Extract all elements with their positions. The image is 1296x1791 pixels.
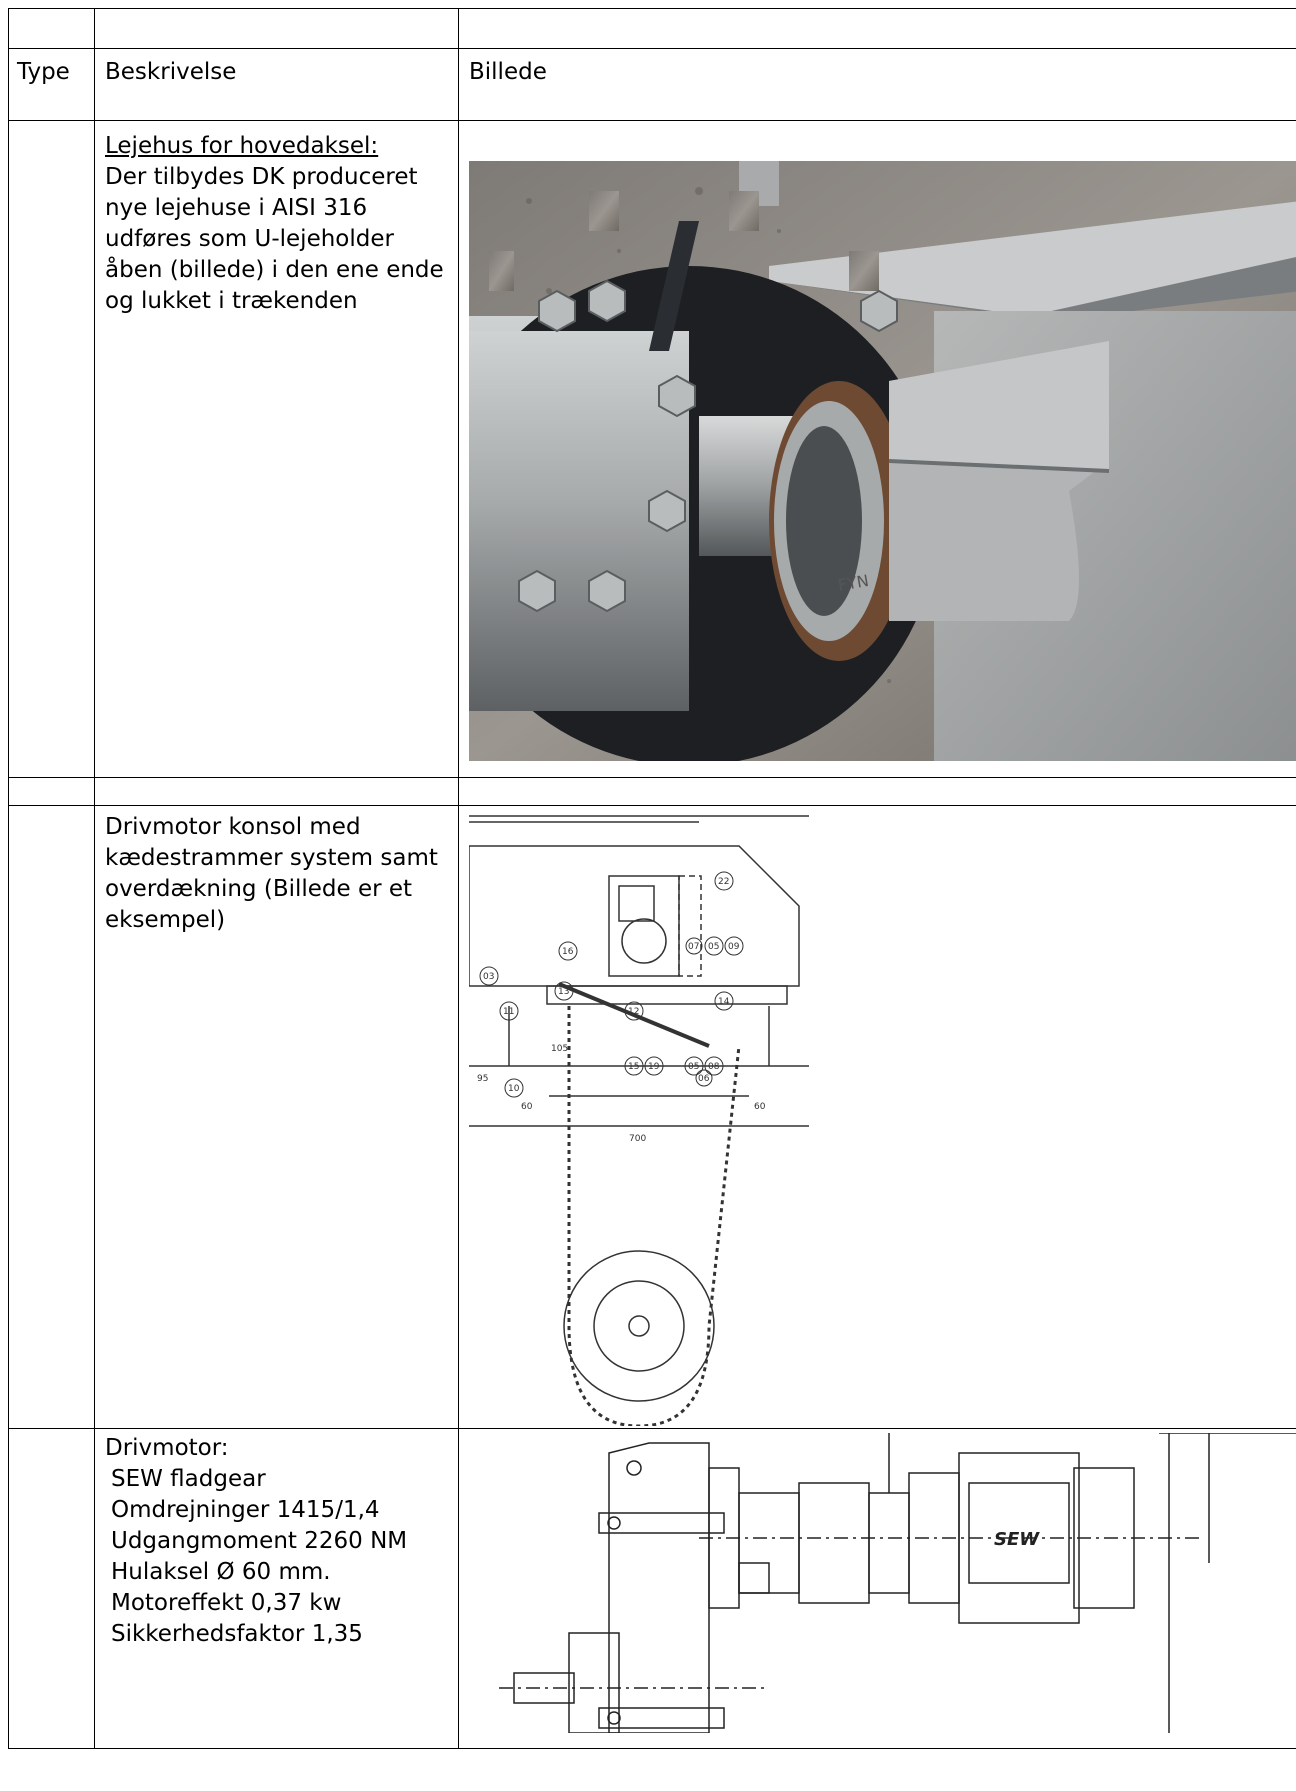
dim-105: 105 xyxy=(551,1044,568,1054)
callout-09: 09 xyxy=(728,942,740,952)
callout-11: 11 xyxy=(503,1007,514,1017)
callout-15: 15 xyxy=(628,1062,639,1072)
spec-table: Type Beskrivelse Billede Lejehus for hov… xyxy=(8,8,1296,1749)
callout-16: 16 xyxy=(562,947,574,957)
header-row: Type Beskrivelse Billede xyxy=(8,48,1296,121)
motor-spec-2: Omdrejninger 1415/1,4 xyxy=(111,1497,380,1523)
motor-spec-4: Hulaksel Ø 60 mm. xyxy=(111,1559,331,1585)
bracket-description: Drivmotor konsol med kædestrammer system… xyxy=(105,814,438,933)
sew-brand-label: SEW xyxy=(994,1529,1040,1550)
dim-60-right: 60 xyxy=(754,1102,766,1112)
motor-spec-5: Motoreffekt 0,37 kw xyxy=(111,1590,342,1616)
bearing-title: Lejehus for hovedaksel: xyxy=(105,133,379,159)
callout-06: 06 xyxy=(698,1074,710,1084)
dim-95: 95 xyxy=(477,1074,488,1084)
motor-spec-1: SEW fladgear xyxy=(111,1466,266,1492)
row-drive-bracket: Drivmotor konsol med kædestrammer system… xyxy=(8,805,1296,1429)
callout-22: 22 xyxy=(718,877,729,887)
callout-12: 12 xyxy=(628,1007,639,1017)
callout-07: 07 xyxy=(688,942,699,952)
dim-700: 700 xyxy=(629,1134,646,1144)
blank-row xyxy=(8,8,1296,49)
callout-13: 13 xyxy=(558,987,569,997)
callout-14: 14 xyxy=(718,997,730,1007)
motor-spec-3: Udgangmoment 2260 NM xyxy=(111,1528,408,1554)
callout-05: 05 xyxy=(708,942,719,952)
row-bearing-housing: Lejehus for hovedaksel: Der tilbydes DK … xyxy=(8,120,1296,778)
header-image: Billede xyxy=(469,59,547,85)
motor-drawing: SEW xyxy=(499,1433,1296,1733)
callout-10: 10 xyxy=(508,1084,520,1094)
header-type: Type xyxy=(17,59,70,85)
callout-05b: 05 xyxy=(688,1062,699,1072)
motor-spec-6: Sikkerhedsfaktor 1,35 xyxy=(111,1621,363,1647)
separator-row xyxy=(8,777,1296,806)
bearing-photo: FYN xyxy=(469,161,1296,761)
bearing-description: Der tilbydes DK produceret nye lejehuse … xyxy=(105,164,444,314)
row-drive-motor: Drivmotor: SEW fladgear Omdrejninger 141… xyxy=(8,1428,1296,1749)
callout-03: 03 xyxy=(483,972,494,982)
callout-08: 08 xyxy=(708,1062,720,1072)
header-description: Beskrivelse xyxy=(105,59,237,85)
motor-title: Drivmotor: xyxy=(105,1435,229,1461)
callout-19: 19 xyxy=(648,1062,660,1072)
bracket-drawing: 16 03 13 07 05 09 22 11 12 14 15 19 05 0… xyxy=(469,815,809,1426)
dim-60-left: 60 xyxy=(521,1102,533,1112)
